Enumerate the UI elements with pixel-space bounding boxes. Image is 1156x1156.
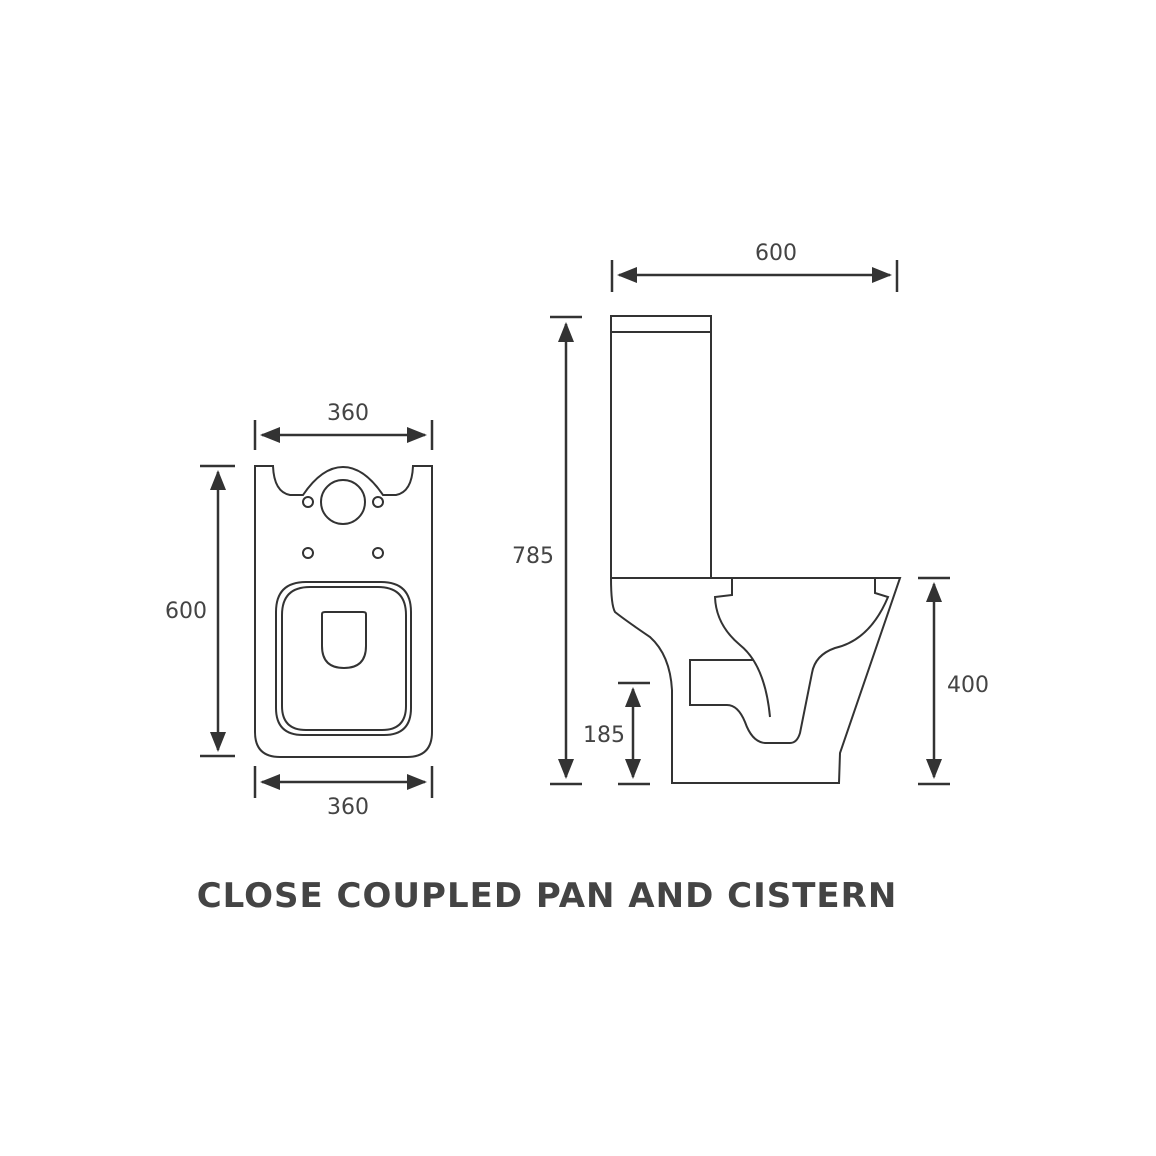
- dim-top-width: 360: [327, 401, 369, 426]
- bowl-opening: [321, 611, 367, 670]
- seat-inner: [281, 586, 407, 731]
- dim-top-depth: 600: [165, 599, 207, 624]
- cistern-inlet-circle: [320, 479, 366, 525]
- dim-bottom-width: 360: [327, 795, 369, 820]
- top-view-outline: [254, 465, 433, 758]
- seat-hinge-hole: [302, 547, 314, 559]
- cistern: [610, 315, 712, 579]
- bowl-front: [713, 578, 771, 718]
- fixing-hole: [302, 496, 314, 508]
- side-view-pan-and-cistern: [610, 315, 902, 784]
- dim-outlet-height: 185: [583, 723, 625, 748]
- drawing-title: CLOSE COUPLED PAN AND CISTERN: [196, 876, 898, 916]
- dim-overall-height: 785: [512, 544, 554, 569]
- dim-pan-height: 400: [947, 673, 989, 698]
- pan-outline: [610, 577, 902, 784]
- seat-hinge-hole: [372, 547, 384, 559]
- fixing-hole: [372, 496, 384, 508]
- seat-outer: [275, 581, 412, 736]
- top-view-pan: [254, 465, 433, 758]
- dim-side-depth: 600: [755, 241, 797, 266]
- bowl-trap: [689, 578, 890, 744]
